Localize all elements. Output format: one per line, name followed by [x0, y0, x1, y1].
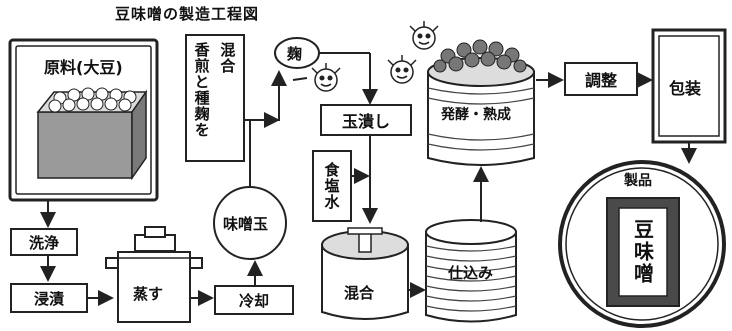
- adjust-step: 調整: [564, 62, 638, 96]
- mix-label: 混合: [344, 284, 375, 302]
- steamer-pot: [105, 226, 203, 323]
- raw-material-label: 原料(大豆): [44, 58, 123, 77]
- flow-arrows: [40, 52, 697, 306]
- cool-step: 冷却: [214, 285, 294, 315]
- miso-ball-label: 味噌玉: [223, 215, 269, 233]
- charge-label: 仕込み: [448, 264, 494, 282]
- raw-material-box: [8, 38, 159, 202]
- steam-label: 蒸す: [133, 285, 164, 303]
- koji-mascot-icon: [311, 63, 341, 92]
- wash-step: 洗浄: [10, 228, 78, 256]
- product-package-text: 豆味噌: [630, 219, 655, 285]
- product-package-text-box: 豆味噌: [619, 208, 667, 296]
- koji-mascot-icon: [409, 21, 439, 50]
- package-box: [651, 28, 727, 144]
- koji-mascot-icon: [387, 55, 417, 84]
- salt-water-box: 食塩水: [312, 150, 352, 222]
- mixer-drum: [321, 227, 409, 320]
- product-circle: [558, 160, 726, 328]
- koji-mixing-label: 香煎と種麹を: [192, 42, 211, 138]
- diagram-title: 豆味噌の製造工程図: [115, 5, 260, 23]
- koji-mixing-box: 香煎と種麹を 混合: [185, 34, 245, 162]
- crush-step: 玉潰し: [320, 104, 412, 136]
- product-label: 製品: [624, 173, 652, 189]
- charging-barrel: [425, 219, 517, 323]
- ferment-label: 発酵・熟成: [441, 107, 511, 123]
- soybean-box-illustration: [36, 87, 148, 181]
- koji-mixing-mix-label: 混合: [218, 42, 237, 74]
- package-label: 包装: [669, 79, 702, 98]
- fermentation-barrel: [427, 39, 535, 166]
- salt-water-label: 食塩水: [322, 162, 341, 210]
- soak-step: 浸漬: [10, 283, 88, 313]
- koji-label: 麹: [287, 45, 303, 63]
